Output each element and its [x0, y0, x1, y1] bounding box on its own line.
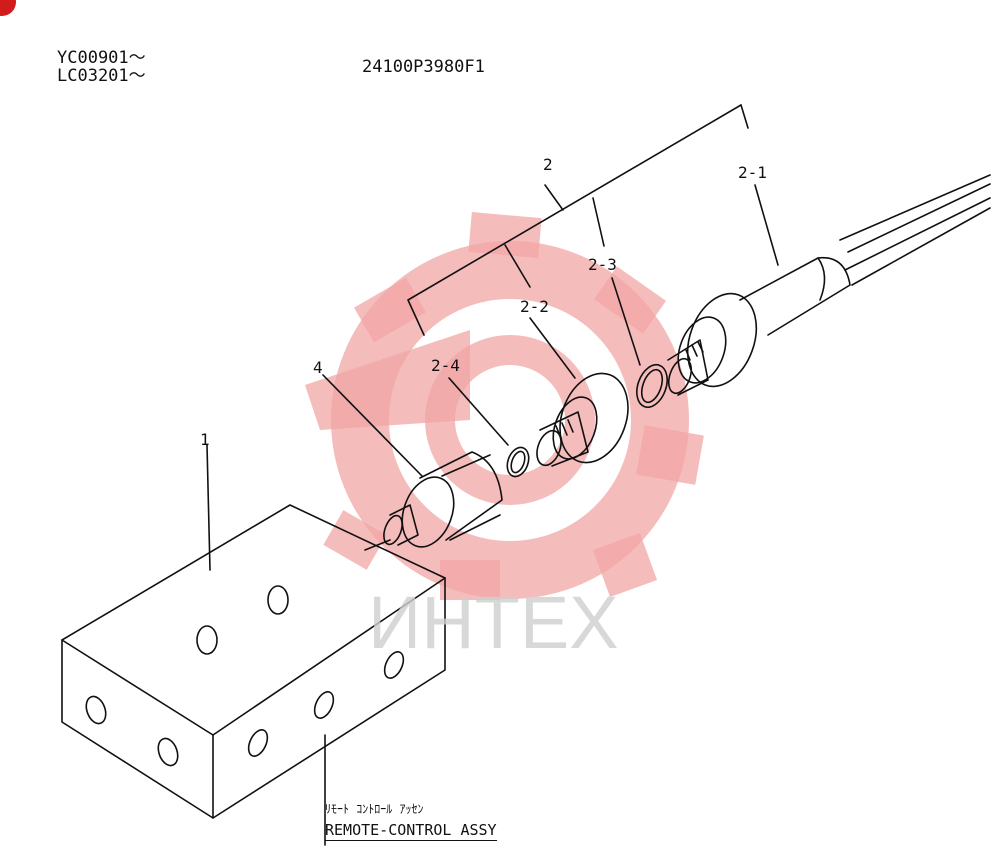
callout-1: 1 [200, 430, 210, 449]
leader-4 [322, 374, 423, 477]
callout-2-3: 2-3 [588, 255, 617, 274]
callout-2-1: 2-1 [738, 163, 767, 182]
callout-2: 2 [543, 155, 553, 174]
caption-japanese: ﾘﾓｰﾄ ｺﾝﾄﾛｰﾙ ｱｯｾﾝ [325, 802, 424, 816]
leader-1 [206, 444, 211, 571]
caption-english: REMOTE-CONTROL ASSY [325, 821, 497, 841]
callout-2-4: 2-4 [431, 356, 460, 375]
adapter-2-2 [536, 372, 629, 467]
manifold-block-1 [61, 504, 446, 819]
leader-2-2 [529, 317, 576, 379]
o-ring-2-4 [506, 446, 530, 478]
leader-2-1 [754, 184, 779, 266]
leader-2-4 [448, 377, 509, 446]
serial-range-lc: LC03201～ [57, 66, 146, 86]
serial-range-yc: YC00901～ [57, 48, 146, 68]
pressure-switch-2-1 [667, 174, 991, 396]
assembly-bracket-2 [407, 104, 749, 336]
o-ring-2-3 [636, 363, 668, 409]
callout-4: 4 [313, 358, 323, 377]
part-number: 24100P3980F1 [362, 57, 485, 77]
leader-2-3 [611, 277, 641, 366]
callout-2-2: 2-2 [520, 297, 549, 316]
fitting-4 [364, 451, 503, 551]
watermark-text: ИНТЕХ [368, 581, 619, 664]
